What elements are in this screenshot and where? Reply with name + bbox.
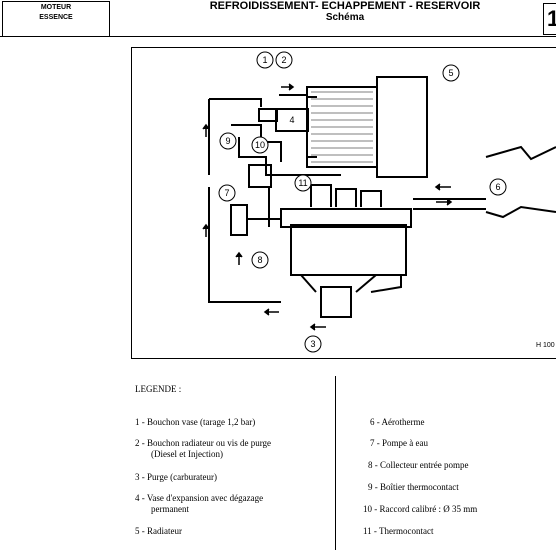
callout-2: 2 <box>281 55 286 65</box>
legend-item-6: 6 - Aérotherme <box>370 417 425 427</box>
callout-8: 8 <box>257 255 262 265</box>
category-box: MOTEUR ESSENCE <box>2 1 110 37</box>
legend-item-11: 11 - Thermocontact <box>363 526 434 536</box>
callout-6: 6 <box>495 182 500 192</box>
callout-circle-7 <box>218 184 236 202</box>
callout-circle-3 <box>304 335 322 353</box>
legend-item-7: 7 - Pompe à eau <box>370 438 428 448</box>
thermostat-housing <box>248 164 272 188</box>
legend-item-2-text: 2 - Bouchon radiateur ou vis de purge <box>135 438 272 448</box>
radiator-fins <box>311 91 373 163</box>
legend-item-9: 9 - Boîtier thermocontact <box>368 482 459 492</box>
legend-item-5-text: 5 - Radiateur <box>135 526 182 536</box>
callout-circle-6 <box>489 178 507 196</box>
cooling-system-diagram: 1 2 3 4 5 6 7 8 9 10 11 <box>202 51 556 353</box>
pipe-left-vertical <box>208 99 281 303</box>
flow-arrow-5 <box>434 183 451 191</box>
callout-circle-2 <box>275 51 293 69</box>
legend-item-8: 8 - Collecteur entrée pompe <box>368 460 469 470</box>
category-line-1: MOTEUR <box>40 4 72 11</box>
diagram-reference: H 100 <box>536 342 555 349</box>
callout-circle-1 <box>256 51 274 69</box>
page-number: 1 <box>543 3 556 35</box>
legend-item-2-subtext: (Diesel et Injection) <box>151 449 223 459</box>
pipe-top <box>209 94 307 107</box>
water-pump <box>230 204 248 236</box>
legend-item-4-text: 4 - Vase d'expansion avec dégazage <box>135 493 264 503</box>
radiator-tank <box>376 76 428 178</box>
flow-arrow-1 <box>281 83 295 91</box>
callout-1: 1 <box>262 55 267 65</box>
callout-circle-11 <box>294 174 312 192</box>
expansion-neck <box>258 108 278 122</box>
flow-arrow-4 <box>235 251 243 265</box>
callout-7: 7 <box>224 188 229 198</box>
diagram-frame <box>131 47 556 359</box>
carburetor <box>320 286 352 318</box>
callout-9: 9 <box>225 136 230 146</box>
callout-11: 11 <box>298 178 307 188</box>
callout-circle-9 <box>219 132 237 150</box>
callout-3: 3 <box>310 339 315 349</box>
flow-arrow-3 <box>202 223 210 237</box>
legend-item-3: 3 - Purge (carburateur) <box>135 472 217 483</box>
flow-arrow-8 <box>309 323 326 331</box>
legend-item-1-text: 1 - Bouchon vase (tarage 1,2 bar) <box>135 417 256 427</box>
category-line-2: ESSENCE <box>39 14 73 21</box>
legend-item-4-subtext: permanent <box>151 504 189 514</box>
legend-divider <box>335 376 336 550</box>
cylinder-head <box>280 208 412 228</box>
callout-circle-10 <box>251 136 269 154</box>
page-title: REFROIDISSEMENT- ECHAPPEMENT - RESERVOIR <box>209 0 481 12</box>
legend-item-4: 4 - Vase d'expansion avec dégazage perma… <box>135 493 263 515</box>
legend-item-3-text: 3 - Purge (carburateur) <box>135 472 218 482</box>
heater-pipe <box>413 198 486 210</box>
callout-4: 4 <box>289 115 294 125</box>
pipe-return <box>238 137 341 176</box>
legend-item-1: 1 - Bouchon vase (tarage 1,2 bar) <box>135 417 255 428</box>
flow-arrow-6 <box>436 198 453 206</box>
heater-outline <box>485 145 556 219</box>
engine-block <box>290 224 407 276</box>
pump-pipes <box>247 187 282 227</box>
flow-arrow-7 <box>263 308 279 316</box>
callout-circle-5 <box>442 64 460 82</box>
legend-item-2: 2 - Bouchon radiateur ou vis de purge (D… <box>135 438 271 460</box>
radiator-outlet <box>307 96 317 158</box>
callout-10: 10 <box>255 140 265 150</box>
legend-title: LEGENDE : <box>135 384 182 394</box>
page-subtitle: Schéma <box>325 12 365 23</box>
legend-item-10: 10 - Raccord calibré : Ø 35 mm <box>363 504 478 514</box>
exhaust-pipes <box>300 274 377 293</box>
pipe-bottom <box>370 275 402 293</box>
header-divider <box>0 36 556 37</box>
intake-manifold <box>310 184 382 207</box>
callout-5: 5 <box>448 68 453 78</box>
flow-arrow-2 <box>202 123 210 137</box>
legend-item-5: 5 - Radiateur <box>135 526 182 537</box>
callout-circle-8 <box>251 251 269 269</box>
